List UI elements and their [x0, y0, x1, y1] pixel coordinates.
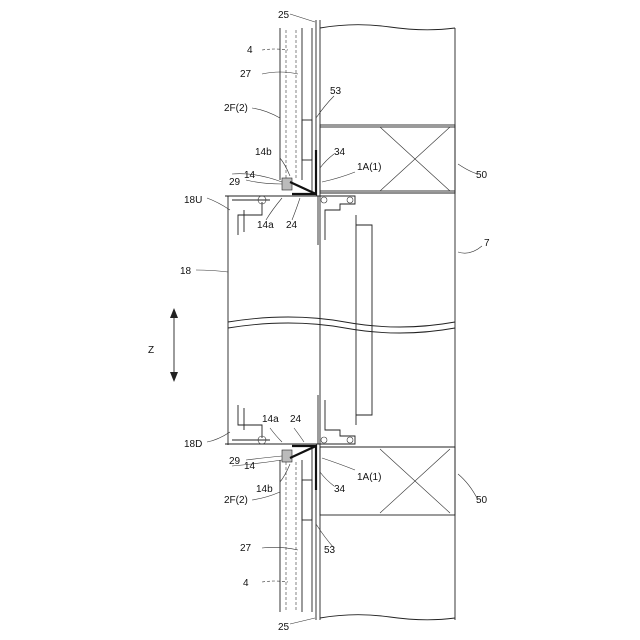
label-29-bottom: 29 — [229, 456, 241, 467]
label-53-top: 53 — [330, 86, 342, 97]
label-4-top: 4 — [247, 45, 253, 56]
label-14a-bottom: 14a — [262, 414, 279, 425]
label-25-top: 25 — [278, 10, 290, 21]
label-25-bottom: 25 — [278, 622, 290, 633]
z-direction-arrow — [170, 308, 178, 382]
label-27-top: 27 — [240, 69, 252, 80]
label-14-bottom: 14 — [244, 461, 256, 472]
label-27-bottom: 27 — [240, 543, 252, 554]
label-14b-top: 14b — [255, 147, 272, 158]
label-34-top: 34 — [334, 147, 346, 158]
reference-labels: 25 4 27 2F(2) 53 14b 34 1A(1) 29 14 50 1… — [148, 10, 490, 633]
label-1a-bottom: 1A(1) — [357, 472, 381, 483]
label-18d: 18D — [184, 439, 202, 450]
label-1a-top: 1A(1) — [357, 162, 381, 173]
label-14a-top: 14a — [257, 220, 274, 231]
label-34-bottom: 34 — [334, 484, 346, 495]
label-53-bottom: 53 — [324, 545, 336, 556]
label-2f-top: 2F(2) — [224, 103, 248, 114]
label-29-top: 29 — [229, 177, 241, 188]
panel-2f-bottom — [280, 446, 316, 620]
label-2f-bottom: 2F(2) — [224, 495, 248, 506]
label-z: Z — [148, 345, 154, 356]
label-18u: 18U — [184, 195, 202, 206]
panel-2f-top — [280, 20, 316, 194]
label-24-bottom: 24 — [290, 414, 302, 425]
label-18: 18 — [180, 266, 192, 277]
label-4-bottom: 4 — [243, 578, 249, 589]
frame-18 — [225, 196, 372, 445]
label-14-top: 14 — [244, 170, 256, 181]
block-50-top — [320, 125, 455, 193]
label-50-bottom: 50 — [476, 495, 488, 506]
label-14b-bottom: 14b — [256, 484, 273, 495]
label-24-top: 24 — [286, 220, 298, 231]
label-7: 7 — [484, 238, 490, 249]
block-50-bottom — [320, 447, 455, 515]
label-50-top: 50 — [476, 170, 488, 181]
